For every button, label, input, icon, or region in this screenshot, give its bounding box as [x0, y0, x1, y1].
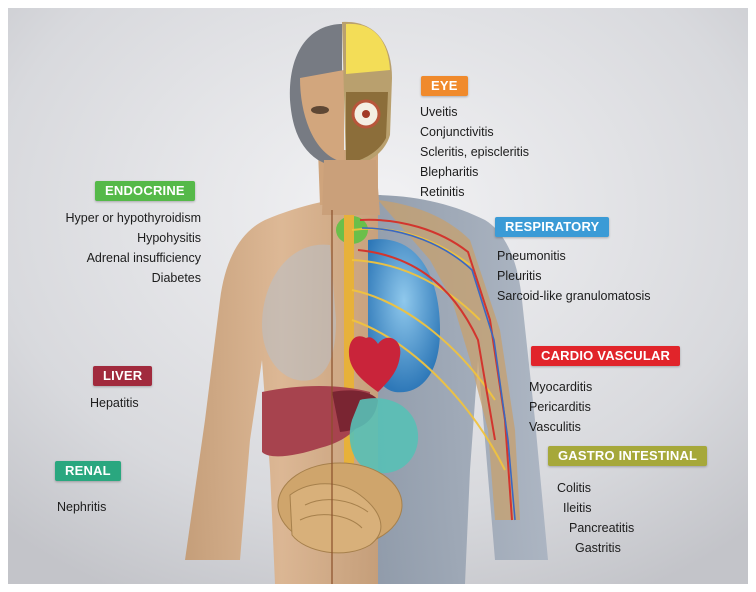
- liver-badge: LIVER: [93, 366, 152, 386]
- respiratory-condition: Sarcoid-like granulomatosis: [497, 286, 651, 306]
- respiratory-badge: RESPIRATORY: [495, 217, 609, 237]
- respiratory-condition-list: Pneumonitis Pleuritis Sarcoid-like granu…: [497, 246, 651, 306]
- renal-condition-list: Nephritis: [57, 497, 106, 517]
- eye-condition: Conjunctivitis: [420, 122, 529, 142]
- eye-badge: EYE: [421, 76, 468, 96]
- respiratory-condition: Pneumonitis: [497, 246, 651, 266]
- endocrine-condition: Diabetes: [30, 268, 201, 288]
- renal-condition: Nephritis: [57, 497, 106, 517]
- eye-condition-list: Uveitis Conjunctivitis Scleritis, episcl…: [420, 102, 529, 202]
- neck: [322, 160, 380, 215]
- eye-condition: Scleritis, episcleritis: [420, 142, 529, 162]
- respiratory-condition: Pleuritis: [497, 266, 651, 286]
- cardio-vascular-condition: Vasculitis: [529, 417, 592, 437]
- endocrine-condition: Adrenal insufficiency: [30, 248, 201, 268]
- cardio-vascular-condition-list: Myocarditis Pericarditis Vasculitis: [529, 377, 592, 437]
- gastro-intestinal-condition: Pancreatitis: [557, 518, 634, 538]
- gastro-intestinal-badge: GASTRO INTESTINAL: [548, 446, 707, 466]
- gastro-intestinal-condition: Gastritis: [557, 538, 634, 558]
- endocrine-condition-list: Hyper or hypothyroidism Hypohysitis Adre…: [30, 208, 201, 288]
- eye-condition: Blepharitis: [420, 162, 529, 182]
- liver-condition-list: Hepatitis: [90, 393, 139, 413]
- eye-condition: Uveitis: [420, 102, 529, 122]
- renal-badge: RENAL: [55, 461, 121, 481]
- liver-condition: Hepatitis: [90, 393, 139, 413]
- eye-condition: Retinitis: [420, 182, 529, 202]
- gastro-intestinal-condition-list: Colitis Ileitis Pancreatitis Gastritis: [557, 478, 634, 558]
- endocrine-badge: ENDOCRINE: [95, 181, 195, 201]
- gastro-intestinal-condition: Ileitis: [557, 498, 634, 518]
- cardio-vascular-condition: Myocarditis: [529, 377, 592, 397]
- endocrine-condition: Hyper or hypothyroidism: [30, 208, 201, 228]
- cardio-vascular-badge: CARDIO VASCULAR: [531, 346, 680, 366]
- gastro-intestinal-condition: Colitis: [557, 478, 634, 498]
- cardio-vascular-condition: Pericarditis: [529, 397, 592, 417]
- endocrine-condition: Hypohysitis: [30, 228, 201, 248]
